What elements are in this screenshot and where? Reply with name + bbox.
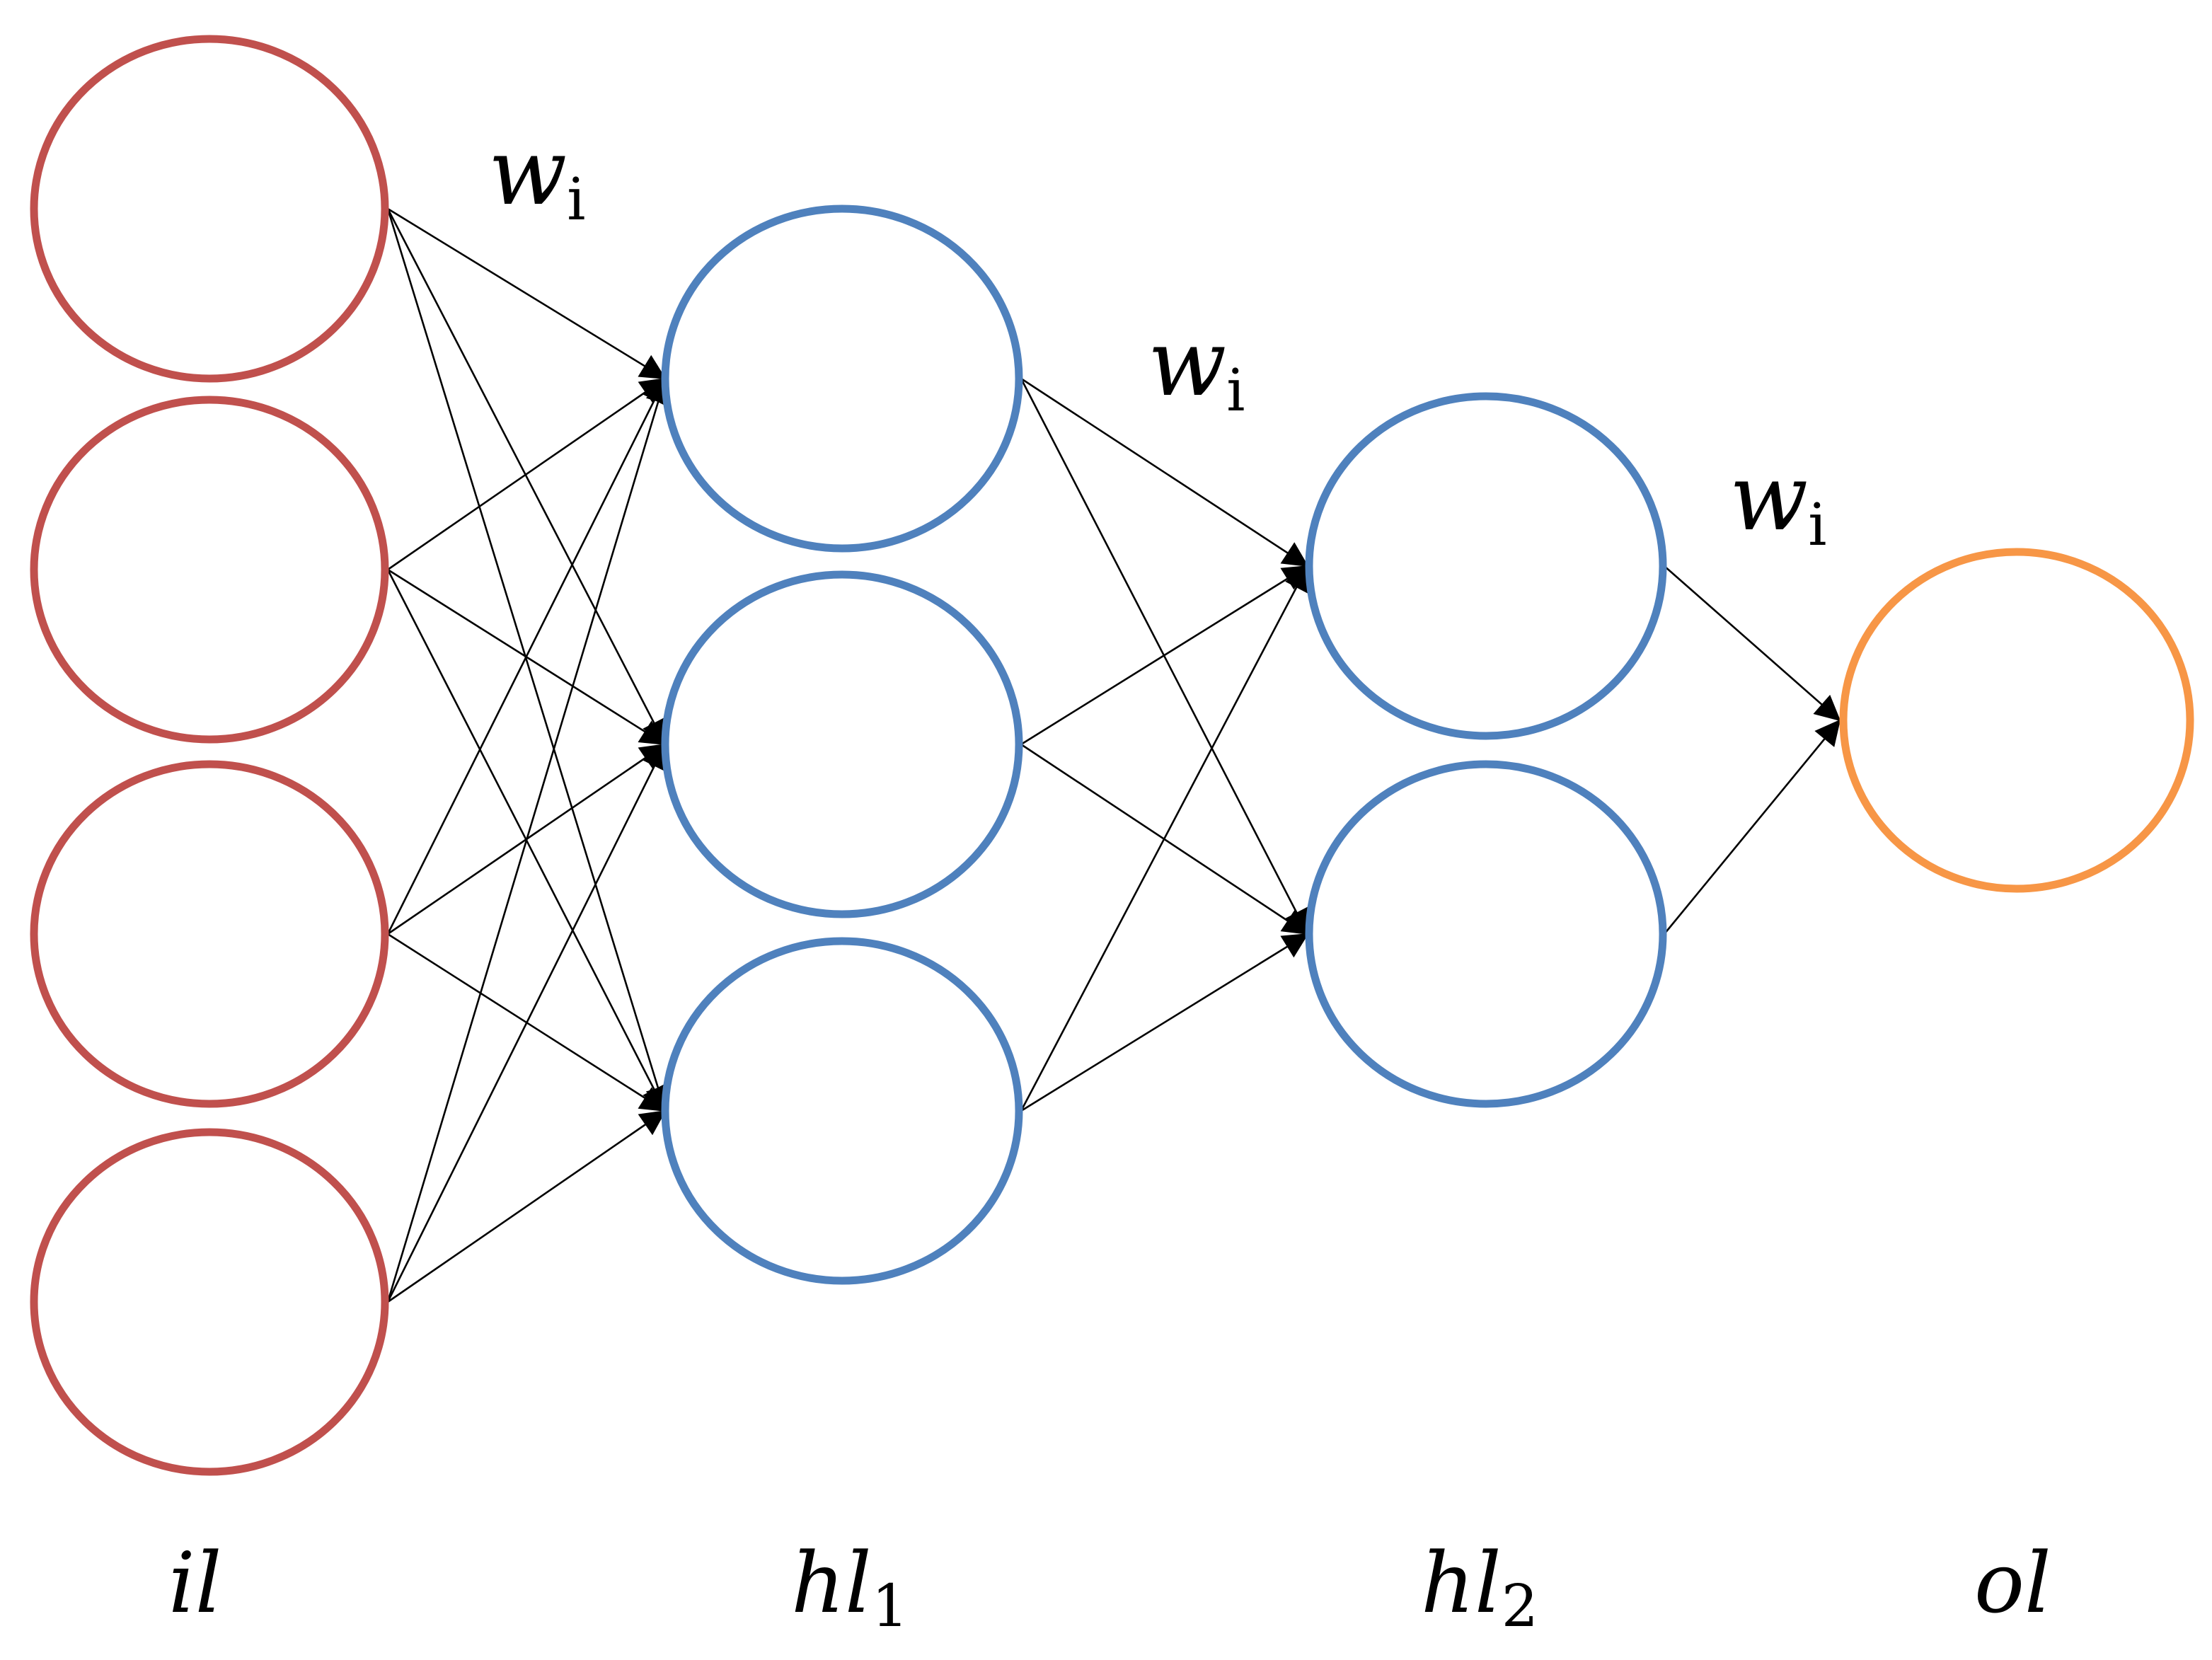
edge-il-4-to-hl1-2 [386,743,667,1303]
layer-label-hidden2: hl2 [1421,1534,1538,1640]
hidden-neuron-hl1-2 [661,570,1023,918]
hidden-neuron-hl1-3 [661,937,1023,1285]
layer-label-hidden1: hl1 [791,1534,909,1640]
edge-il-4-to-hl1-1 [386,377,671,1303]
layer-label-input: il [168,1534,221,1632]
connection-edges [386,207,1841,1303]
input-neuron-il-3 [30,760,389,1108]
edge-il-1-to-hl1-2 [386,208,667,746]
edge-il-1-to-hl1-3 [386,208,671,1112]
edge-hl1-3-to-hl2-1 [1020,565,1309,1112]
neuron-nodes [30,35,2194,1476]
edge-hl1-1-to-hl2-1 [1020,377,1309,567]
edge-il-2-to-hl1-1 [387,377,667,571]
edge-hl1-3-to-hl2-2 [1020,933,1309,1112]
layer-label-output: ol [1974,1534,2051,1632]
input-neuron-il-1 [30,35,389,383]
weight-label-hidden2-output: wi [1729,444,1827,559]
input-neuron-il-2 [30,396,389,744]
hidden-neuron-hl2-2 [1305,760,1667,1108]
edge-hl2-1-to-ol-1 [1664,565,1841,722]
edge-hl1-2-to-hl2-1 [1020,565,1309,746]
weight-label-input-hidden1: wi [488,118,586,234]
weight-label-hidden1-hidden2: wi [1148,309,1245,425]
edge-il-3-to-hl1-1 [386,377,667,935]
edge-il-1-to-hl1-1 [387,207,667,380]
hidden-neuron-hl1-1 [661,204,1023,553]
hidden-neuron-hl2-1 [1305,392,1667,740]
edge-hl2-2-to-ol-1 [1663,719,1841,935]
input-neuron-il-4 [30,1128,389,1476]
output-neuron-ol-1 [1839,548,2194,893]
edge-il-4-to-hl1-3 [387,1109,667,1303]
